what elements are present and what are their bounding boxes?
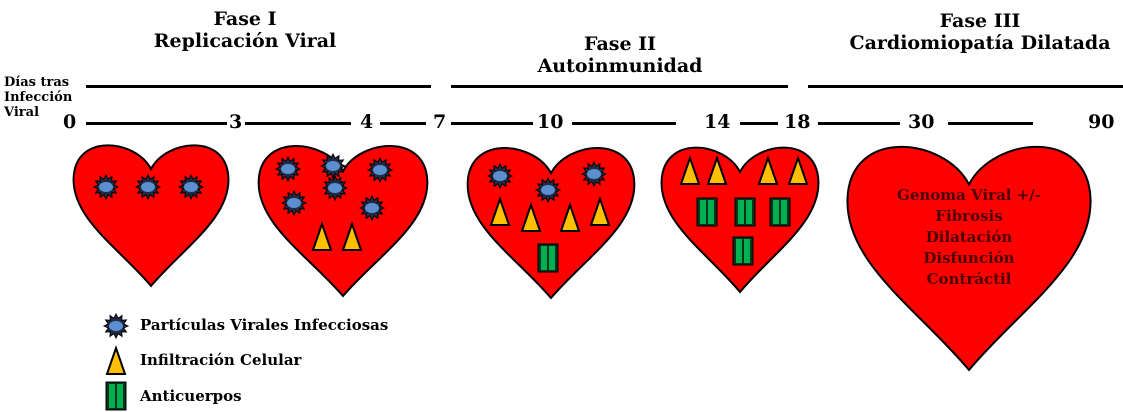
- legend-viral-particle-icon: [104, 314, 128, 338]
- heart-5-text-line: Contráctil: [845, 269, 1093, 290]
- legend-label-infiltration: Infiltración Celular: [140, 351, 301, 369]
- legend-label-antibodies: Anticuerpos: [140, 387, 242, 405]
- heart-1: [74, 145, 229, 286]
- antibody-icon: [735, 198, 755, 226]
- legend-cell-infiltration-icon: [107, 348, 125, 374]
- heart-5-text-line: Disfunción: [845, 248, 1093, 269]
- legend-label-viral: Partículas Virales Infecciosas: [140, 316, 388, 334]
- heart-5-text: Genoma Viral +/- Fibrosis Dilatación Dis…: [845, 185, 1093, 290]
- antibody-icon: [733, 237, 753, 265]
- antibody-icon: [770, 198, 790, 226]
- antibody-icon: [538, 244, 558, 272]
- heart-5-text-line: Genoma Viral +/-: [845, 185, 1093, 206]
- heart-5-text-line: Fibrosis: [845, 206, 1093, 227]
- heart-5-text-line: Dilatación: [845, 227, 1093, 248]
- legend-antibody-icon: [106, 382, 126, 410]
- antibody-icon: [697, 198, 717, 226]
